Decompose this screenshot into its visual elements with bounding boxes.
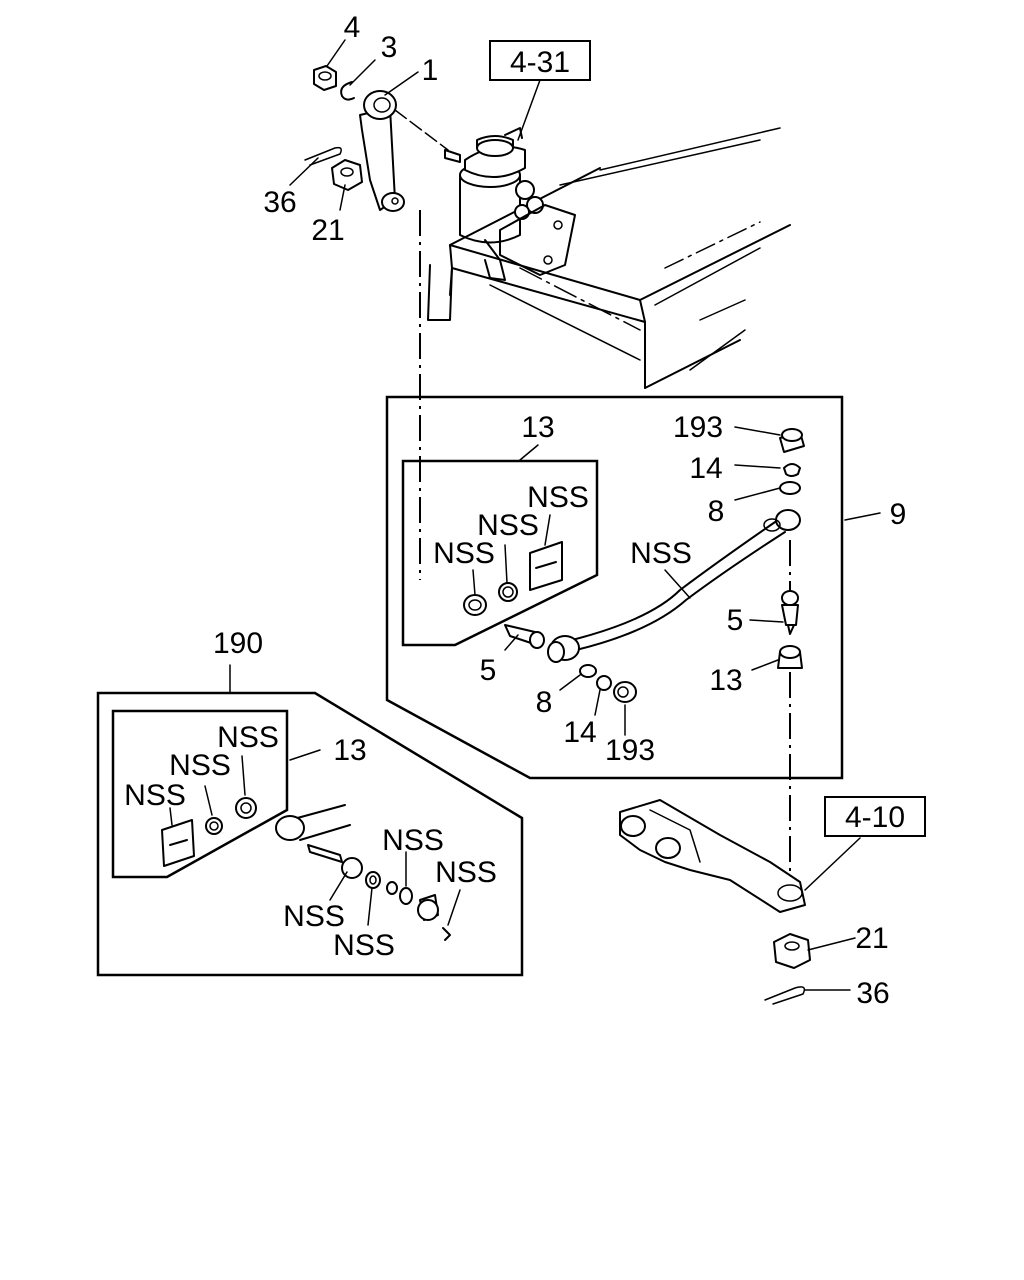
kit-13-frame [401, 459, 599, 647]
callout-nss-k7[interactable]: NSS [333, 929, 395, 962]
callout-14-top[interactable]: 14 [689, 452, 722, 485]
callout-14-bottom[interactable]: 14 [563, 716, 596, 749]
cap-193-top [779, 428, 805, 453]
callout-4[interactable]: 4 [344, 11, 361, 44]
leader-lines [169, 39, 881, 991]
castle-nut-21-bottom [773, 933, 811, 969]
pitman-arm [359, 90, 449, 212]
drag-link-rod [550, 509, 801, 661]
callout-21-top[interactable]: 21 [311, 214, 344, 247]
callout-nss-c[interactable]: NSS [433, 537, 495, 570]
callout-1[interactable]: 1 [422, 54, 439, 87]
dust-seal-13-right [777, 645, 803, 669]
callout-3[interactable]: 3 [381, 31, 398, 64]
kit-13-lower-contents [161, 797, 257, 867]
drag-link-assembly-frame [385, 395, 844, 780]
ref-box-4-31[interactable]: 4-31 [489, 40, 591, 81]
nut-4 [313, 65, 337, 91]
kit-190-contents [275, 804, 451, 941]
callout-13-box[interactable]: 13 [521, 411, 554, 444]
spring-14-bottom [596, 675, 612, 691]
callout-nss-k4[interactable]: NSS [382, 824, 444, 857]
callout-21-bottom[interactable]: 21 [855, 922, 888, 955]
callout-nss-a[interactable]: NSS [527, 481, 589, 514]
ball-stud-5-right [781, 590, 799, 635]
callout-8-top[interactable]: 8 [708, 495, 725, 528]
castle-nut-21-top [331, 159, 363, 191]
cotter-pin-36-top [304, 146, 342, 166]
callout-nss-k1[interactable]: NSS [217, 721, 279, 754]
callout-13-lower[interactable]: 13 [333, 734, 366, 767]
callout-nss-k5[interactable]: NSS [435, 856, 497, 889]
kit-13-lower-frame [111, 709, 289, 879]
callout-labels: 4 3 1 36 21 13 NSS NSS NSS 193 14 8 9 NS… [124, 11, 906, 1010]
callout-nss-k2[interactable]: NSS [169, 749, 231, 782]
dust-seal-left [547, 641, 565, 663]
kit-13-contents [463, 541, 563, 616]
frame-rail [427, 127, 791, 389]
callout-190[interactable]: 190 [213, 627, 263, 660]
cap-193-bottom [613, 681, 637, 703]
callout-193-top[interactable]: 193 [673, 411, 723, 444]
o-ring-8-top [779, 481, 801, 495]
knuckle-arm [619, 799, 806, 913]
callout-9[interactable]: 9 [890, 498, 907, 531]
callout-nss-rod[interactable]: NSS [630, 537, 692, 570]
washer-3 [340, 81, 355, 101]
ref-box-4-10[interactable]: 4-10 [824, 796, 926, 837]
o-ring-8-bottom [579, 664, 597, 678]
spring-14-top [783, 463, 801, 477]
kit-190-frame [96, 691, 524, 977]
callout-5-left[interactable]: 5 [480, 654, 497, 687]
callout-nss-b[interactable]: NSS [477, 509, 539, 542]
leader-4-31 [517, 79, 541, 141]
callout-5-right[interactable]: 5 [727, 604, 744, 637]
callout-13-right[interactable]: 13 [709, 664, 742, 697]
callout-nss-k6[interactable]: NSS [283, 900, 345, 933]
callout-nss-k3[interactable]: NSS [124, 779, 186, 812]
callout-36-bottom[interactable]: 36 [856, 977, 889, 1010]
leader-4-10 [804, 837, 861, 891]
ref-4-10-label: 4-10 [845, 801, 905, 834]
callout-36-top[interactable]: 36 [263, 186, 296, 219]
ball-stud-5-left [504, 624, 545, 649]
ref-4-31-label: 4-31 [510, 46, 570, 79]
callout-8-bottom[interactable]: 8 [536, 686, 553, 719]
steering-gear-box [444, 127, 576, 281]
callout-193-bottom[interactable]: 193 [605, 734, 655, 767]
cotter-pin-36-bottom [764, 986, 806, 1005]
